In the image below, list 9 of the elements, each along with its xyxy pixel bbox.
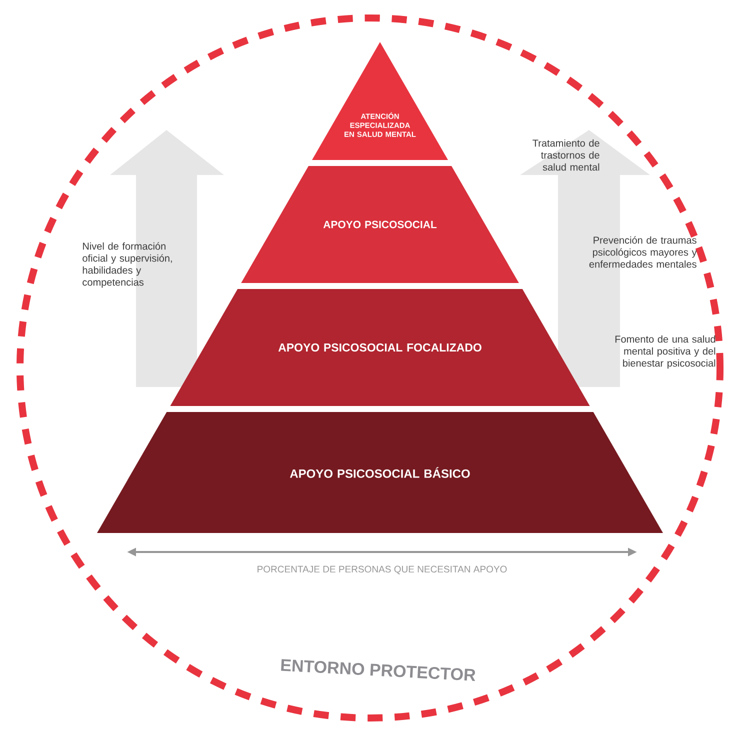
pyramid-level: APOYO PSICOSOCIAL BÁSICO [97,412,663,533]
side-note: Tratamiento de trastornos de salud mental [532,139,600,171]
side-note: Nivel de formación oficial y supervisión, habilidades y competencias [82,242,172,288]
side-note: Prevención de traumas psicológicos mayores y enfermedades mentales [589,236,697,268]
circle-label: ENTORNO PROTECTOR [281,659,476,681]
pyramid-level: APOYO PSICOSOCIAL FOCALIZADO [170,289,590,406]
pyramid-level: APOYO PSICOSOCIAL [241,166,519,283]
axis-label: PORCENTAJE DE PERSONAS QUE NECESITAN APOYO [258,566,507,574]
side-note: Fomento de una salud mental positiva y del bienestar psicosocial [615,335,716,369]
